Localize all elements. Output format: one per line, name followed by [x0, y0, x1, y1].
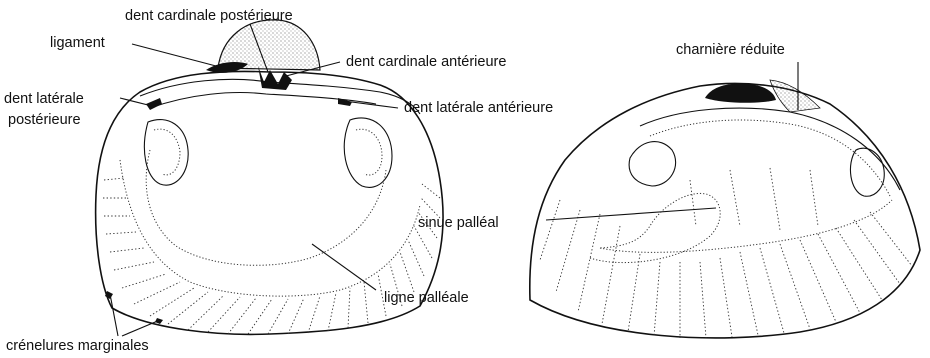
label-dent-laterale: dent latérale [4, 91, 84, 107]
label-dent-cardinale-posterieure: dent cardinale postérieure [125, 8, 293, 24]
label-charniere-reduite: charnière réduite [676, 42, 785, 58]
leader-ligament [132, 44, 216, 66]
label-sinue-palleal: sinue palléal [418, 215, 499, 231]
label-ligament: ligament [50, 35, 105, 51]
label-dent-laterale-anterieure: dent latérale antérieure [404, 100, 553, 116]
right-shell-exterior [530, 80, 920, 338]
leader-crenelures-marginales-2 [122, 320, 160, 336]
label-posterieure: postérieure [8, 112, 81, 128]
label-crenelures-marginales: crénelures marginales [6, 338, 149, 354]
right-shell-outline [530, 83, 920, 338]
label-dent-cardinale-anterieure: dent cardinale antérieure [346, 54, 506, 70]
label-ligne-palleale: ligne palléale [384, 290, 469, 306]
